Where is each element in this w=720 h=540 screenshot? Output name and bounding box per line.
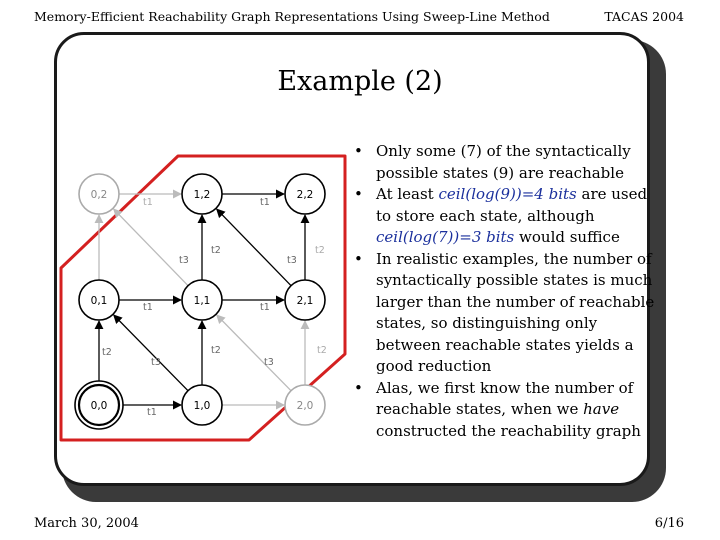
reachability-graph: 0,2 1,2 2,2 0,1 1,1 2,1 0,0 1,0 2,0 t1 t1 t3 t2 t3 t2… [59, 154, 347, 442]
transition-label: t2 [211, 345, 221, 356]
state-circle [77, 383, 121, 427]
transition-label: t1 [147, 407, 157, 418]
bullet-text-segment: constructed the reachability graph [376, 421, 641, 440]
state-circle [78, 279, 120, 321]
transition-label: t3 [287, 255, 297, 266]
transition-label: t2 [317, 345, 327, 356]
footer-date: March 30, 2004 [34, 516, 139, 531]
transition-label: t1 [260, 302, 270, 313]
state-label: 2,1 [297, 295, 314, 307]
state-circle [284, 173, 326, 215]
transition-label: t1 [260, 197, 270, 208]
state-label: 0,2 [91, 189, 108, 201]
state-circle [181, 279, 223, 321]
transition-label: t3 [264, 357, 274, 368]
state-label: 1,1 [194, 295, 211, 307]
bullet-text-segment: Alas, we first know the number of reacha… [376, 378, 634, 419]
bullet-item: Only some (7) of the syntactically possi… [352, 141, 662, 184]
state-label: 0,0 [91, 400, 108, 412]
bullet-text-segment: ceil(log(9))=4 bits [438, 185, 577, 203]
state-circle [284, 279, 326, 321]
bullet-text-segment: would suffice [514, 228, 620, 246]
bullet-text-segment: Only some (7) of the syntactically possi… [376, 142, 631, 182]
bullet-text-segment: ceil(log(7))=3 bits [376, 228, 515, 246]
transition-label: t2 [211, 245, 221, 256]
state-label: 1,0 [194, 400, 211, 412]
header-venue: TACAS 2004 [604, 9, 684, 24]
state-node: 0,1 [78, 279, 120, 321]
transition-arrow [113, 314, 189, 392]
state-label: 2,0 [297, 400, 314, 412]
bullet-item: At least ceil(log(9))=4 bits are used to… [352, 184, 662, 249]
transition-label: t2 [315, 245, 325, 256]
state-node: 0,2 [78, 173, 120, 215]
state-circle [284, 384, 326, 426]
footer-page-number: 6/16 [654, 516, 684, 531]
state-circle [78, 173, 120, 215]
state-node: 1,0 [181, 384, 223, 426]
bullet-text-segment: At least [376, 185, 439, 203]
state-circle [181, 384, 223, 426]
state-node: 2,1 [284, 279, 326, 321]
transition-arrow [216, 208, 292, 287]
bullet-item: Alas, we first know the number of reacha… [352, 378, 662, 443]
state-label: 1,2 [194, 189, 211, 201]
reachable-region-outline [59, 154, 347, 442]
bullet-item: In realistic examples, the number of syn… [352, 249, 662, 378]
transition-arrow [216, 314, 292, 392]
header-paper-title: Memory-Efficient Reachability Graph Repr… [34, 9, 550, 24]
bullet-list: Only some (7) of the syntactically possi… [352, 141, 662, 442]
transition-label: t3 [151, 357, 161, 368]
slide-title: Example (2) [277, 66, 443, 97]
transition-label: t1 [143, 302, 153, 313]
state-node: 1,1 [181, 279, 223, 321]
bullet-text-segment: have [583, 400, 620, 418]
state-node: 2,2 [284, 173, 326, 215]
state-label: 0,1 [91, 295, 108, 307]
transition-label: t3 [179, 255, 189, 266]
state-node: 2,0 [284, 384, 326, 426]
state-circle [181, 173, 223, 215]
bullet-text-segment: are used to store each state, although [376, 185, 648, 225]
bullet-text-segment: In realistic examples, the number of syn… [376, 249, 655, 376]
state-node: 0,0 [74, 380, 124, 430]
transition-arrow [113, 208, 189, 287]
state-node: 1,2 [181, 173, 223, 215]
state-label: 2,2 [297, 189, 314, 201]
transition-label: t2 [102, 347, 112, 358]
transition-label: t1 [143, 197, 153, 208]
